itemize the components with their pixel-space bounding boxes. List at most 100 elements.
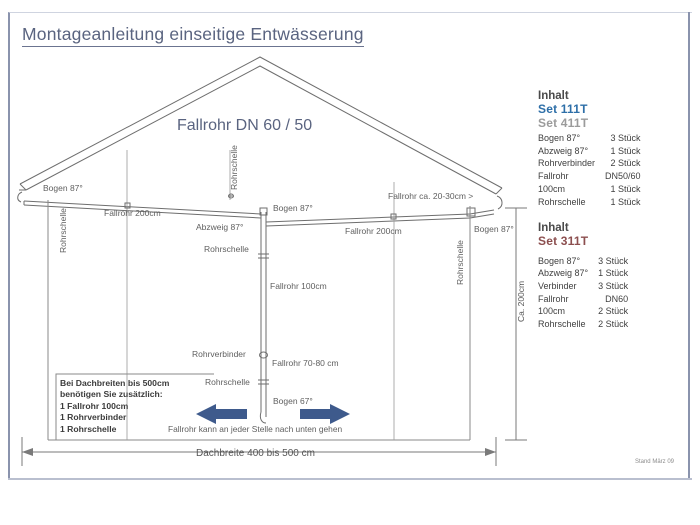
- page-title: Montageanleitung einseitige Entwässerung: [22, 24, 364, 47]
- table-row: Bogen 87° 3 Stück: [538, 133, 641, 146]
- part-name: Fallrohr: [538, 171, 569, 182]
- part-qty: 1 Stück: [610, 145, 641, 156]
- part-qty: 3 Stück: [610, 133, 641, 143]
- label-bogen-right: Bogen 87°: [474, 224, 514, 234]
- label-bogen-center: Bogen 87°: [273, 203, 313, 213]
- label-fallrohr-200-left: Fallrohr 200cm: [104, 208, 161, 218]
- part-name: Rohrschelle: [538, 319, 586, 330]
- note-line: 1 Rohrschelle: [60, 423, 117, 434]
- part-name: Rohrverbinder: [538, 158, 596, 169]
- parts-table: Bogen 87° 3 Stück Abzweig 87° 1 Stück Ro…: [538, 133, 641, 209]
- panel-set-primary: Set 311T: [538, 234, 589, 248]
- table-row: Rohrschelle 2 Stück: [538, 319, 628, 332]
- part-name: 100cm: [538, 306, 566, 317]
- gutter-right-lower: [265, 217, 471, 227]
- part-name: Abzweig 87°: [538, 145, 589, 156]
- label-bogen-67: Bogen 67°: [273, 396, 313, 406]
- part-qty: 3 Stück: [598, 255, 629, 266]
- clamp-gutter-left: [124, 202, 131, 209]
- note-box-edge: [55, 373, 214, 440]
- label-rohrschelle-left: Rohrschelle: [58, 208, 68, 253]
- short-pipe-right-upper: [469, 209, 495, 215]
- table-row: Verbinder 3 Stück: [538, 281, 628, 294]
- parts-panel-311t: Inhalt Set 311T Bogen 87° 3 Stück Abzwei…: [538, 222, 628, 332]
- table-row: Fallrohr DN50/60: [538, 171, 641, 184]
- part-qty: 1 Stück: [610, 196, 641, 207]
- label-abzweig-center: Abzweig 87°: [196, 222, 244, 232]
- page-frame: [8, 12, 692, 480]
- panel-heading: Inhalt: [538, 90, 569, 102]
- page-frame-right-edge: [688, 12, 690, 480]
- label-rohrschelle-center: Rohrschelle: [204, 244, 249, 254]
- elbow-left: [17, 191, 23, 203]
- roof-outline-outer: [19, 56, 503, 189]
- label-fallrohr-200-right: Fallrohr 200cm: [345, 226, 402, 236]
- table-row: Fallrohr DN60: [538, 294, 628, 307]
- label-bogen-left: Bogen 87°: [43, 183, 83, 193]
- gutter-right-upper: [265, 213, 471, 223]
- arrow-left-blue: [196, 404, 247, 424]
- panel-heading: Inhalt: [538, 222, 569, 234]
- clamp-peak-ring: [228, 193, 234, 199]
- arrow-right-blue: [300, 404, 350, 424]
- label-fallrohr-70-80: Fallrohr 70-80 cm: [272, 358, 339, 368]
- label-rohrschelle-right: Rohrschelle: [455, 240, 465, 285]
- part-qty: 2 Stück: [598, 319, 629, 330]
- note-line: Bei Dachbreiten bis 500cm: [60, 378, 170, 388]
- label-fallrohr-kurz-right: Fallrohr ca. 20-30cm >: [388, 191, 474, 201]
- page-frame-bottom-edge: [8, 478, 692, 480]
- dimension-height-label: Ca. 200cm: [516, 280, 526, 322]
- note-line: 1 Rohrverbinder: [60, 412, 127, 423]
- parts-table: Bogen 87° 3 Stück Abzweig 87° 1 Stück Ve…: [538, 256, 628, 332]
- dimension-width-label: Dachbreite 400 bis 500 cm: [196, 448, 315, 459]
- part-name: Rohrschelle: [538, 196, 586, 207]
- parts-panel-111t: Inhalt Set 111T Set 411T Bogen 87° 3 Stü…: [538, 90, 641, 209]
- center-fitting: [259, 207, 268, 216]
- part-qty: 2 Stück: [610, 158, 641, 169]
- part-qty: DN60: [605, 293, 629, 304]
- note-line: benötigen Sie zusätzlich:: [60, 389, 163, 400]
- dim-arrow-left: [22, 448, 33, 456]
- part-name: Fallrohr: [538, 293, 569, 304]
- table-row: Rohrverbinder 2 Stück: [538, 158, 641, 171]
- table-row: 100cm 1 Stück: [538, 184, 641, 197]
- direction-arrows: [196, 404, 350, 424]
- roof-outline-inner: [25, 65, 497, 195]
- elbow-67: [259, 411, 267, 424]
- gutter-left-lower: [23, 204, 262, 219]
- label-rohrschelle-peak: Rohrschelle: [229, 145, 239, 190]
- label-rohrschelle-bottom: Rohrschelle: [205, 377, 250, 387]
- main-pipe-label: Fallrohr DN 60 / 50: [177, 117, 313, 134]
- footer-stamp: Stand März 09: [634, 459, 674, 465]
- table-row: Rohrschelle 1 Stück: [538, 197, 641, 210]
- part-name: Bogen 87°: [538, 255, 581, 266]
- gutter-left-upper: [23, 200, 262, 215]
- elbow-right: [496, 195, 503, 210]
- hint-text: Fallrohr kann an jeder Stelle nach unten…: [168, 424, 343, 434]
- elbow-right-fitting: [466, 207, 476, 217]
- table-row: Abzweig 87° 1 Stück: [538, 146, 641, 159]
- part-name: Bogen 87°: [538, 133, 581, 143]
- short-pipe-right-lower: [469, 213, 495, 219]
- part-name: 100cm: [538, 183, 566, 194]
- panel-set-secondary: Set 411T: [538, 115, 589, 130]
- label-rohrverbinder: Rohrverbinder: [192, 349, 246, 359]
- part-name: Abzweig 87°: [538, 268, 589, 279]
- dim-arrow-right: [485, 448, 496, 456]
- table-row: Bogen 87° 3 Stück: [538, 256, 628, 269]
- part-qty: DN50/60: [605, 171, 641, 182]
- part-qty: 2 Stück: [598, 306, 629, 317]
- panel-set-primary: Set 111T: [538, 102, 588, 116]
- table-row: Abzweig 87° 1 Stück: [538, 268, 628, 281]
- table-row: 100cm 2 Stück: [538, 306, 628, 319]
- note-line: 1 Fallrohr 100cm: [60, 400, 129, 411]
- eave-right-cap: [495, 187, 503, 195]
- clamp-gutter-right: [390, 213, 397, 220]
- pipe-connector: [259, 351, 268, 359]
- part-qty: 3 Stück: [598, 280, 629, 291]
- part-name: Verbinder: [538, 280, 577, 291]
- part-qty: 1 Stück: [610, 183, 641, 194]
- note-block: Bei Dachbreiten bis 500cm benötigen Sie …: [60, 378, 169, 435]
